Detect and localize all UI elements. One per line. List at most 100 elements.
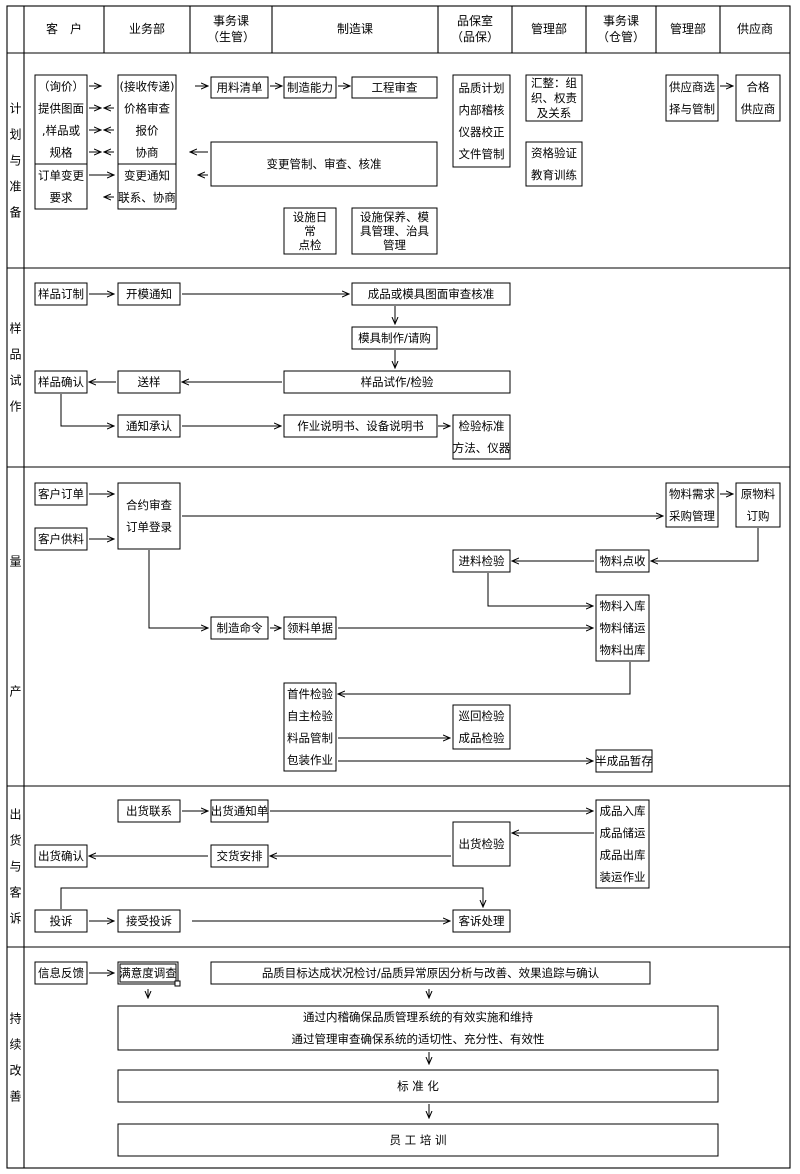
box-label: 作业说明书、设备说明书 (297, 419, 424, 433)
box-label: 开模通知 (126, 287, 172, 301)
box-outline (210, 141, 438, 187)
qualified-supplier-box: 合格供应商 (735, 74, 781, 122)
org-summary-box: 汇整：组织、权责及关系 (525, 74, 583, 122)
eng-review-box: 工程审查 (351, 76, 438, 99)
box-outline (117, 909, 181, 933)
box-label: 资格验证教育训练 (531, 146, 577, 182)
box-outline (351, 282, 511, 306)
box-label: 样品确认 (38, 375, 84, 389)
box-outline (525, 141, 583, 187)
box-label: 用料清单 (217, 81, 263, 95)
column-header: 制造课 (337, 22, 373, 36)
table-grid (6, 5, 791, 1169)
box-outline (34, 482, 88, 506)
ship-check-box: 出货检验 (452, 821, 511, 867)
standardize-box: 标 准 化 (117, 1069, 719, 1103)
box-outline (283, 370, 511, 394)
box-outline (34, 527, 88, 551)
box-label: 半成品暂存 (595, 754, 653, 768)
box-label: 物料入库物料储运物料出库 (600, 599, 646, 657)
box-label: 首件检验自主检验料品管制包装作业 (287, 687, 333, 767)
mfg-order-box: 制造命令 (210, 616, 269, 640)
phase-label: 出货与客诉 (9, 808, 21, 926)
customer-supply-box: 客户供料 (34, 527, 88, 551)
info-feedback-box: 信息反馈 (34, 961, 88, 985)
box-outline (351, 76, 438, 99)
change-control-box: 变更管制、审查、核准 (210, 141, 438, 187)
box-label: 进料检验 (459, 554, 505, 568)
column-header: 管理部 (531, 21, 567, 36)
column-header: 供应商 (737, 21, 773, 36)
phase-label: 计划与准备 (9, 102, 21, 220)
connector-lines (60, 86, 759, 1118)
box-outline (283, 76, 337, 99)
box-outline (34, 909, 88, 933)
training-box: 员 工 培 训 (117, 1123, 719, 1157)
box-outline (452, 549, 511, 573)
box-label: 满意度调查 (119, 966, 177, 980)
flow-arrow (338, 662, 631, 694)
box-label: 设施保养、模具管理、治具管理 (360, 210, 429, 252)
material-count-box: 物料点收 (595, 549, 650, 573)
column-header: 业务部 (129, 21, 165, 36)
box-label: 交货安排 (217, 849, 263, 863)
box-outline (34, 282, 88, 306)
first-check-box: 首件检验自主检验料品管制包装作业 (283, 682, 337, 772)
box-outline (595, 594, 650, 662)
raw-order-box: 原物料订购 (735, 482, 781, 528)
box-label: 接受投诉 (126, 914, 172, 928)
quality-review-box: 品质目标达成状况检讨/品质异常原因分析与改善、效果追踪与确认 (210, 961, 651, 985)
box-label: 出货确认 (38, 849, 84, 863)
order-change-box: 订单变更要求 (34, 163, 88, 210)
box-outline (665, 482, 719, 528)
flow-arrow (651, 528, 759, 561)
box-label: (接收传递)价格审查报价协商 (120, 80, 175, 160)
box-outline (525, 74, 583, 122)
contract-review-box: 合约审查订单登录 (117, 482, 181, 550)
box-outline (117, 482, 181, 550)
internal-audit-box: 通过内稽确保品质管理系统的有效实施和维持通过管理审查确保系统的适切性、充分性、有… (117, 1005, 719, 1051)
box-outline (117, 163, 177, 210)
box-label: 标 准 化 (397, 1079, 439, 1093)
box-outline (452, 821, 511, 867)
box-outline (210, 799, 269, 823)
equip-maint-box: 设施保养、模具管理、治具管理 (351, 207, 438, 255)
box-outline (283, 682, 337, 772)
box-label: 物料点收 (600, 554, 646, 568)
box-outline (117, 414, 181, 438)
box-label: 供应商选择与管制 (669, 80, 715, 116)
box-outline (34, 370, 88, 394)
box-outline (452, 704, 511, 750)
ship-confirm-box: 出货确认 (34, 844, 88, 868)
box-label: 品质目标达成状况检讨/品质异常原因分析与改善、效果追踪与确认 (262, 966, 600, 980)
box-outline (735, 74, 781, 122)
flow-arrow (487, 573, 593, 606)
box-label: 检验标准方法、仪器 (453, 419, 511, 455)
mold-notice-box: 开模通知 (117, 282, 181, 306)
change-notify-box: 变更通知联系、协商 (117, 163, 177, 210)
column-header: 品保室（品保） (451, 13, 499, 44)
box-outline (283, 207, 337, 255)
box-outline (117, 961, 179, 985)
box-outline (117, 74, 177, 165)
box-label: 物料需求采购管理 (669, 487, 715, 523)
resize-handle (174, 980, 181, 987)
ship-notice-box: 出货通知单 (210, 799, 269, 823)
box-label: 员 工 培 训 (390, 1133, 447, 1147)
flow-arrow (60, 394, 114, 426)
column-header: 客 户 (46, 21, 82, 36)
customer-order-box: 客户订单 (34, 482, 88, 506)
inquiry-box: （询价）提供图面,样品或规格 (34, 74, 88, 165)
box-label: 成品入库成品储运成品出库装运作业 (600, 804, 646, 884)
box-outline (34, 163, 88, 210)
box-outline (665, 74, 719, 122)
qualification-box: 资格验证教育训练 (525, 141, 583, 187)
notify-approve-box: 通知承认 (117, 414, 181, 438)
mold-make-box: 模具制作/请购 (351, 326, 438, 350)
box-outline (595, 749, 653, 773)
box-label: 订单变更要求 (38, 169, 84, 205)
column-header: 事务课（仓管） (597, 13, 645, 44)
box-label: 客户订单 (38, 487, 84, 501)
inspect-std-box: 检验标准方法、仪器 (452, 414, 511, 460)
column-header: 管理部 (670, 21, 706, 36)
